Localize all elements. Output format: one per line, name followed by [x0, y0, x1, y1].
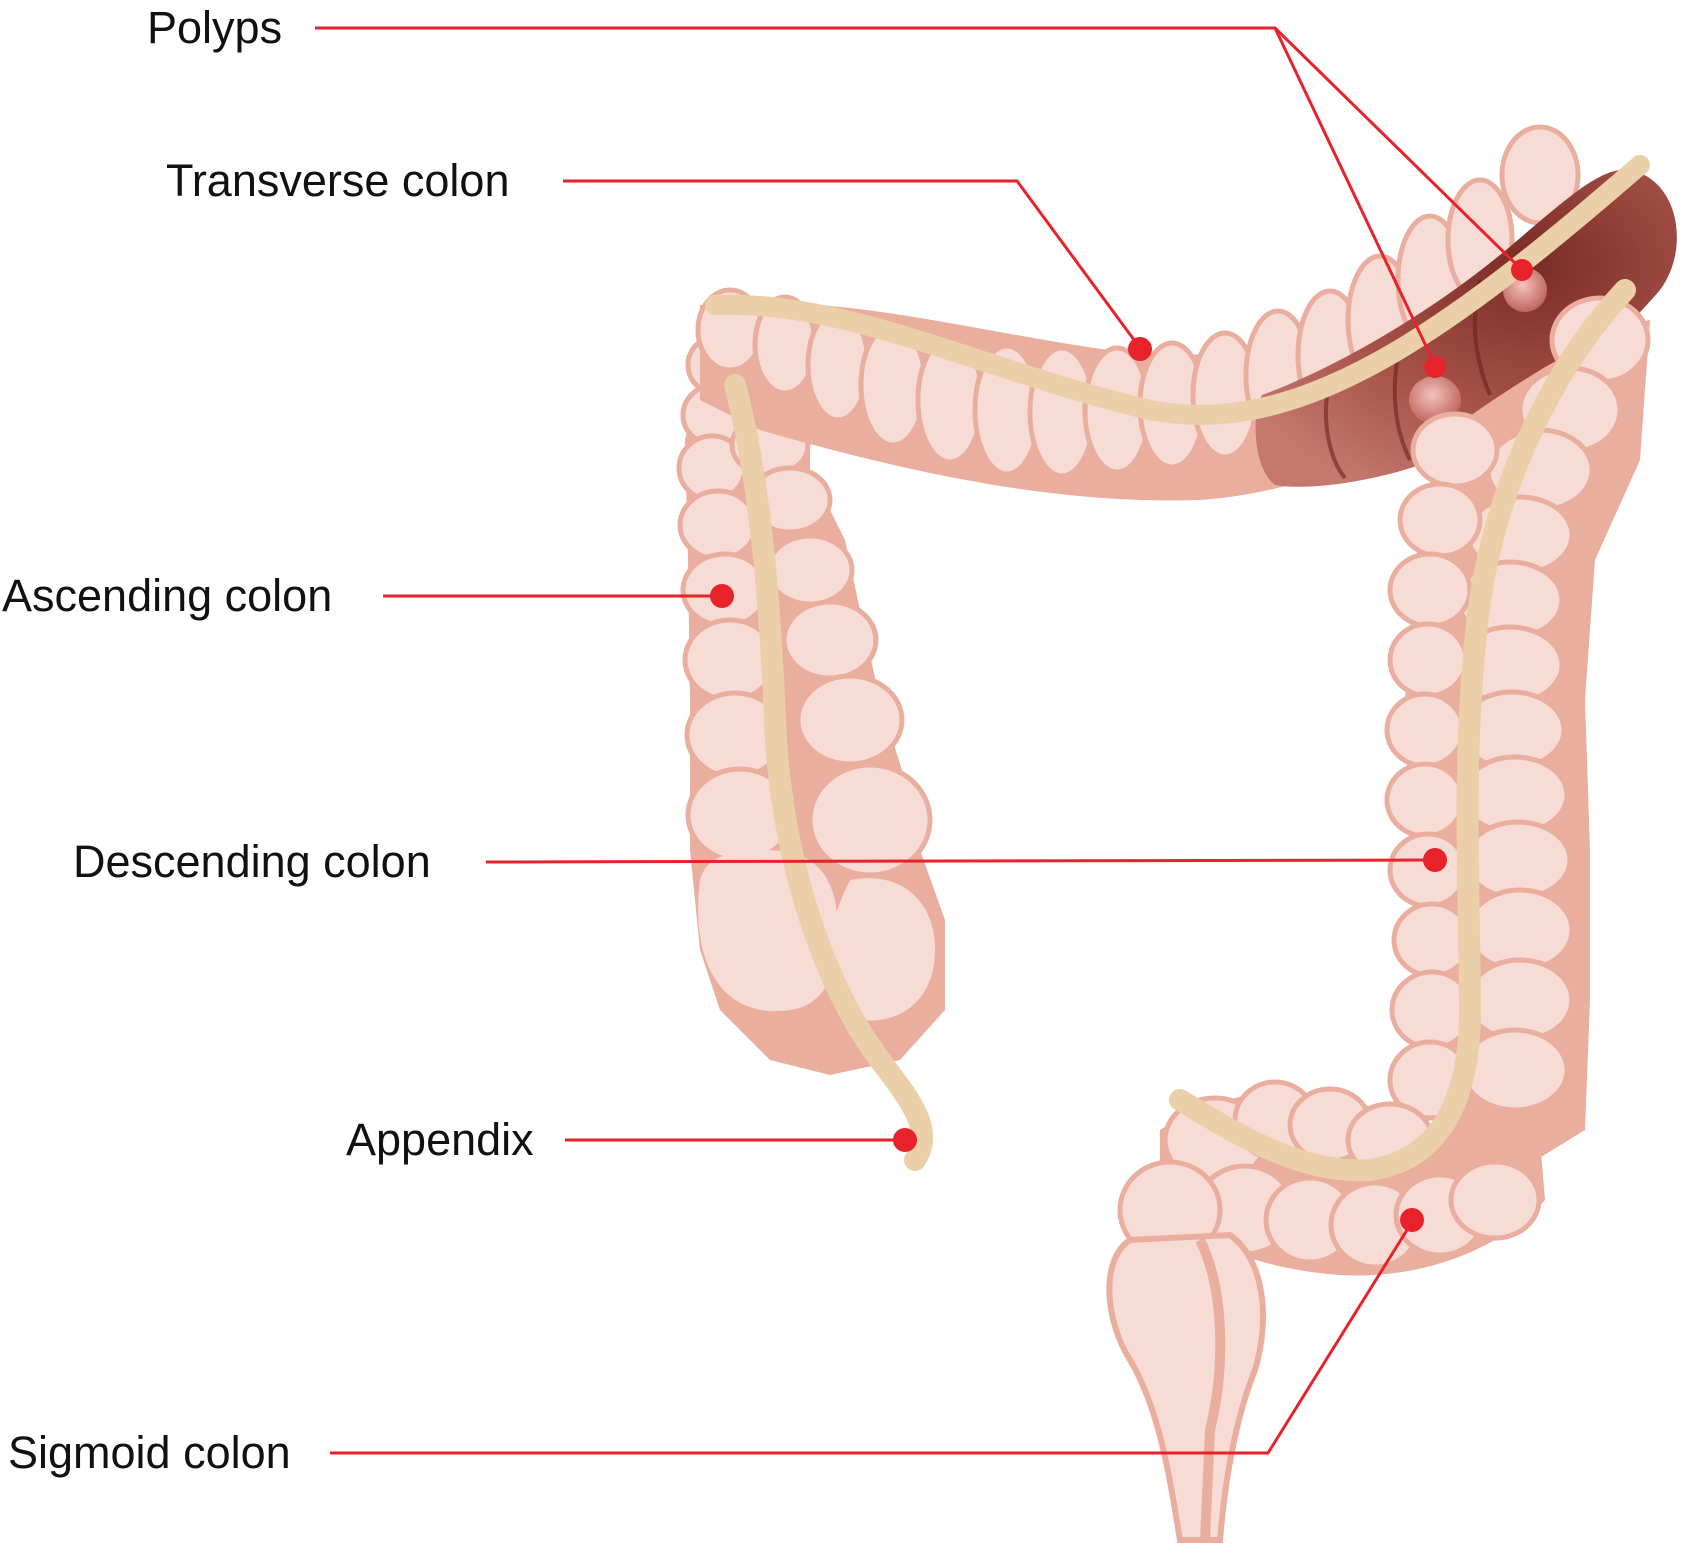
label-appendix: Appendix: [346, 1114, 534, 1165]
dot-descending: [1423, 848, 1447, 872]
label-descending-colon: Descending colon: [73, 836, 431, 887]
leader-lines: [315, 26, 1524, 1455]
leader-sigmoid: [330, 1221, 1414, 1455]
leader-descending: [485, 858, 1436, 864]
marker-dots: [710, 259, 1533, 1232]
dot-polyp-lower: [1424, 356, 1446, 378]
label-polyps: Polyps: [147, 2, 283, 53]
label-ascending-colon: Ascending colon: [2, 570, 333, 621]
leader-transverse: [563, 179, 1142, 349]
leader-polyps: [315, 26, 1524, 272]
label-sigmoid-colon: Sigmoid colon: [8, 1427, 291, 1478]
dot-appendix: [893, 1128, 917, 1152]
dot-transverse: [1128, 337, 1152, 361]
dot-sigmoid: [1400, 1208, 1424, 1232]
colon-interior-cutaway: [1255, 169, 1677, 487]
descending-colon-shape: [1384, 295, 1651, 1170]
sigmoid-colon-shape: [1106, 1079, 1545, 1543]
leader-polyps-branch: [1273, 27, 1437, 366]
taenia-band: [705, 155, 1650, 1182]
dot-polyp-upper: [1511, 259, 1533, 281]
dot-ascending: [710, 584, 734, 608]
label-transverse-colon: Transverse colon: [166, 155, 510, 206]
